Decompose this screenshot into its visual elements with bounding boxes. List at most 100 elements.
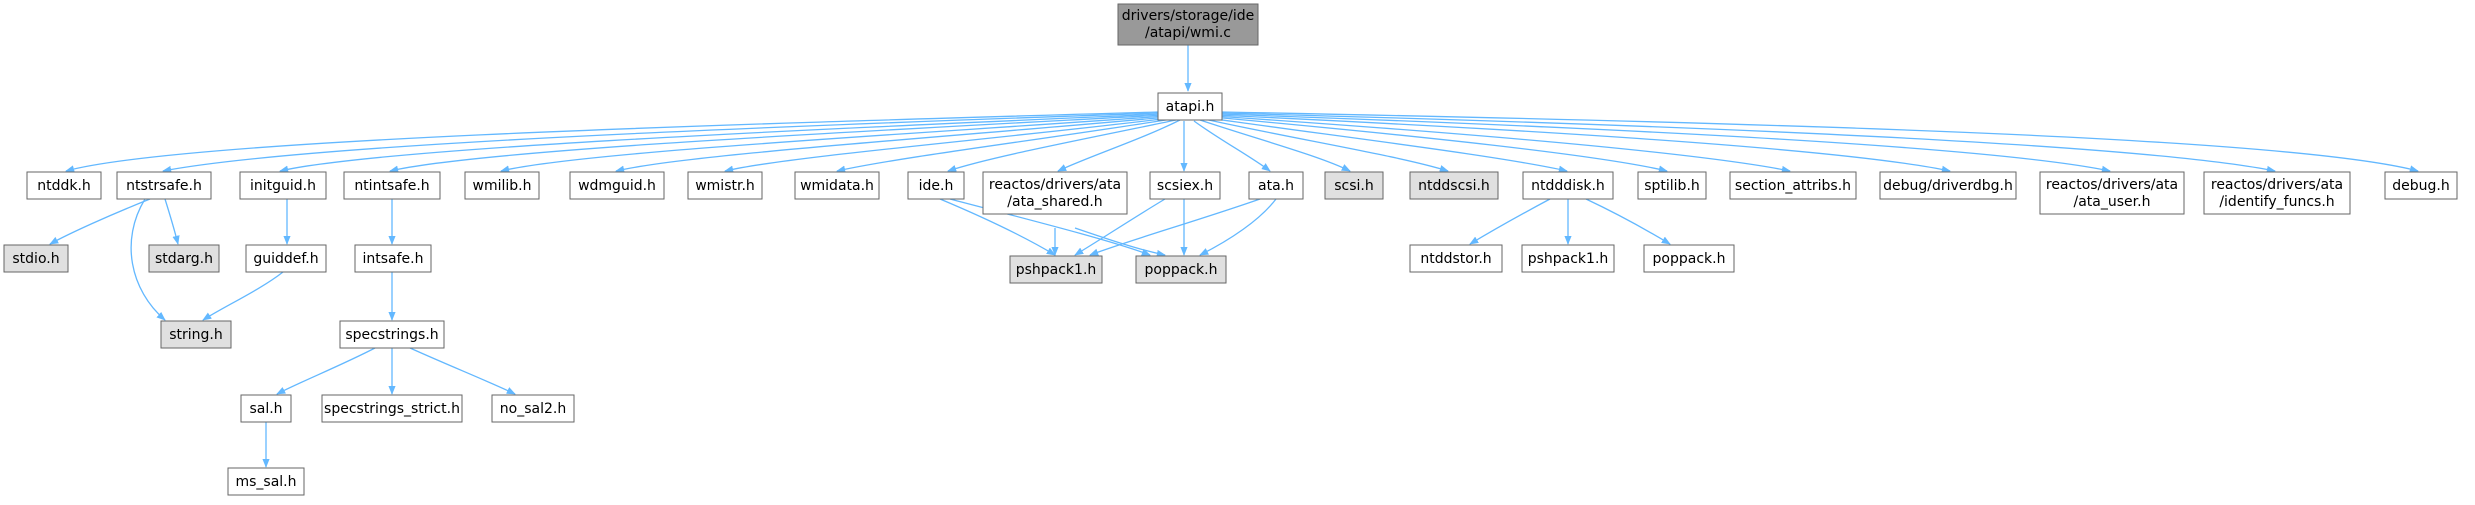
edge-atapi-identify-funcs [1219,112,2276,173]
svg-text:/ata_user.h: /ata_user.h [2074,194,2151,210]
edge-atapi-ntddscsi [1203,118,1449,173]
edge-ata-poppack [1199,198,1277,256]
edge-atapi-ntstrsafe [162,112,1161,174]
svg-text:scsi.h: scsi.h [1334,178,1374,194]
edge-atashared-poppack [1074,227,1166,257]
edge-specstrings-sal [276,347,376,395]
edge-atapi-scsi [1199,119,1351,172]
svg-text:specstrings.h: specstrings.h [345,327,438,343]
node-guiddef-h[interactable]: guiddef.h [245,244,327,273]
edge-atapi-wmistr [724,117,1171,173]
svg-text:reactos/drivers/ata: reactos/drivers/ata [2046,177,2178,193]
svg-text:wmistr.h: wmistr.h [695,178,755,194]
svg-text:string.h: string.h [169,327,223,343]
svg-text:pshpack1.h: pshpack1.h [1528,251,1609,267]
svg-text:/ata_shared.h: /ata_shared.h [1007,194,1102,210]
node-identify-funcs-h[interactable]: reactos/drivers/ata/identify_funcs.h [2203,171,2351,215]
edge-atapi-section-attribs [1213,115,1791,173]
svg-text:ntintsafe.h: ntintsafe.h [354,178,429,194]
node-pshpack1-h-disk[interactable]: pshpack1.h [1521,244,1615,273]
node-driverdbg-h[interactable]: debug/driverdbg.h [1879,171,2017,200]
svg-text:no_sal2.h: no_sal2.h [500,401,566,417]
edge-ntdddisk-poppack [1585,198,1671,245]
edge-atapi-sptilib [1211,116,1668,173]
dependency-edges [49,45,2419,468]
svg-text:scsiex.h: scsiex.h [1157,178,1213,194]
node-ntddk-h[interactable]: ntddk.h [26,171,102,200]
node-ntstrsafe-h[interactable]: ntstrsafe.h [116,171,212,200]
edge-atapi-ata-shared [1057,119,1181,172]
svg-text:ide.h: ide.h [919,178,954,194]
node-ntddscsi-h[interactable]: ntddscsi.h [1409,171,1499,200]
svg-text:wdmguid.h: wdmguid.h [578,178,656,194]
node-wmi-c[interactable]: drivers/storage/ide /atapi/wmi.c [1117,3,1259,46]
root-label-line1: drivers/storage/ide [1122,8,1255,24]
edge-atapi-debug [1221,111,2419,173]
node-poppack-h-shared[interactable]: poppack.h [1135,255,1227,284]
node-specstrings-strict-h[interactable]: specstrings_strict.h [321,394,463,423]
node-ata-h[interactable]: ata.h [1248,171,1304,200]
edge-specstrings-nosal2 [409,347,516,395]
svg-text:reactos/drivers/ata: reactos/drivers/ata [2211,177,2343,193]
node-intsafe-h[interactable]: intsafe.h [354,244,432,273]
edge-atapi-initguid [279,113,1163,173]
node-scsi-h[interactable]: scsi.h [1324,171,1384,200]
edge-atapi-wdmguid [615,116,1169,173]
node-ntdddisk-h[interactable]: ntdddisk.h [1522,171,1614,200]
node-stdio-h[interactable]: stdio.h [3,244,69,273]
node-ata-shared-h[interactable]: reactos/drivers/ata/ata_shared.h [982,171,1128,215]
svg-text:wmidata.h: wmidata.h [800,178,874,194]
svg-text:debug/driverdbg.h: debug/driverdbg.h [1883,178,2013,194]
edge-atapi-driverdbg [1215,114,1951,173]
edge-ide-pshpack1 [939,198,1056,256]
svg-text:stdarg.h: stdarg.h [155,251,213,267]
node-wmistr-h[interactable]: wmistr.h [687,171,763,200]
node-sal-h[interactable]: sal.h [240,394,292,423]
node-scsiex-h[interactable]: scsiex.h [1149,171,1221,200]
svg-text:poppack.h: poppack.h [1653,251,1726,267]
node-atapi-h[interactable]: atapi.h [1157,92,1223,121]
node-ide-h[interactable]: ide.h [907,171,965,200]
edge-atapi-ntintsafe [389,114,1165,173]
svg-text:atapi.h: atapi.h [1166,99,1215,115]
edge-ntdddisk-ntddstor [1469,198,1551,245]
node-string-h[interactable]: string.h [160,320,232,349]
node-stdarg-h[interactable]: stdarg.h [148,244,220,273]
svg-text:section_attribs.h: section_attribs.h [1735,178,1851,194]
root-label-line2: /atapi/wmi.c [1145,25,1231,41]
svg-text:intsafe.h: intsafe.h [363,251,424,267]
node-poppack-h-disk[interactable]: poppack.h [1643,244,1735,273]
svg-text:ntddk.h: ntddk.h [37,178,91,194]
svg-text:stdio.h: stdio.h [12,251,59,267]
node-wdmguid-h[interactable]: wdmguid.h [569,171,665,200]
node-ata-user-h[interactable]: reactos/drivers/ata/ata_user.h [2039,171,2185,215]
edge-atapi-ntdddisk [1207,117,1568,173]
svg-text:specstrings_strict.h: specstrings_strict.h [324,401,460,417]
edge-atapi-ata-user [1217,113,2111,173]
svg-text:guiddef.h: guiddef.h [253,251,318,267]
node-no-sal2-h[interactable]: no_sal2.h [491,394,575,423]
svg-text:initguid.h: initguid.h [250,178,316,194]
node-ntddstor-h[interactable]: ntddstor.h [1409,244,1503,273]
node-section-attribs-h[interactable]: section_attribs.h [1729,171,1857,200]
edge-guiddef-string [202,271,284,321]
node-initguid-h[interactable]: initguid.h [239,171,327,200]
edge-ntstrsafe-stdarg [164,198,180,245]
node-wmidata-h[interactable]: wmidata.h [794,171,880,200]
edge-atapi-ata [1193,120,1271,172]
svg-text:ata.h: ata.h [1258,178,1294,194]
edge-scsiex-pshpack1 [1074,198,1166,256]
node-pshpack1-h-shared[interactable]: pshpack1.h [1009,255,1103,284]
node-debug-h[interactable]: debug.h [2384,171,2458,200]
node-ntintsafe-h[interactable]: ntintsafe.h [343,171,441,200]
node-specstrings-h[interactable]: specstrings.h [339,320,445,349]
edge-atapi-wmilib [500,115,1167,173]
node-sptilib-h[interactable]: sptilib.h [1637,171,1707,200]
edge-atapi-wmidata [836,118,1173,173]
node-ms-sal-h[interactable]: ms_sal.h [227,467,305,496]
svg-text:wmilib.h: wmilib.h [473,178,532,194]
node-wmilib-h[interactable]: wmilib.h [464,171,540,200]
svg-text:sptilib.h: sptilib.h [1644,178,1700,194]
svg-text:ntstrsafe.h: ntstrsafe.h [126,178,202,194]
